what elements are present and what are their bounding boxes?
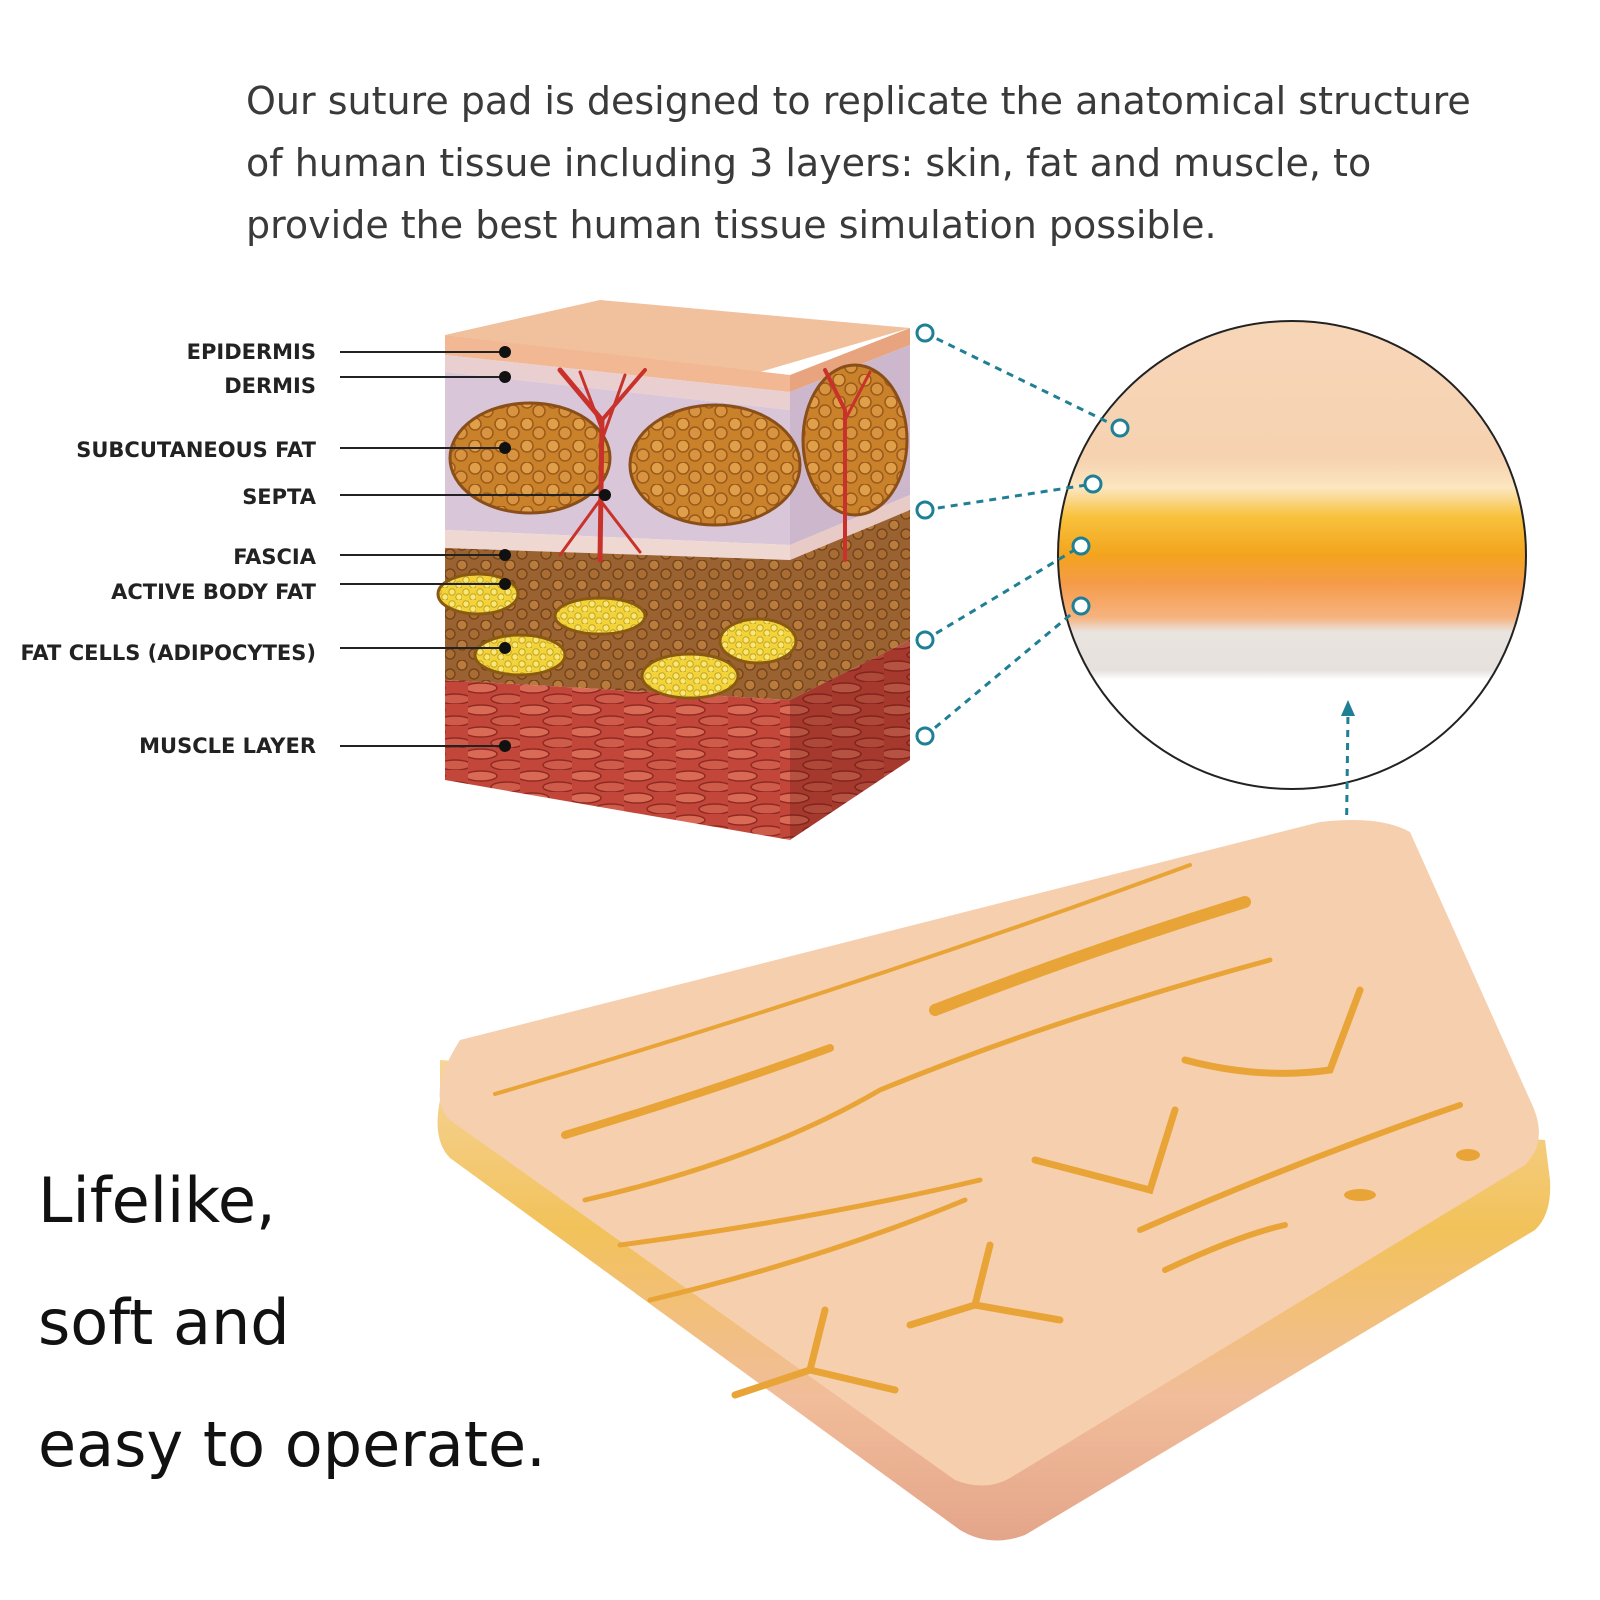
label-leaders	[340, 351, 605, 747]
label-subcutaneous-fat: SUBCUTANEOUS FAT	[76, 438, 316, 462]
pad-incisions	[493, 863, 1463, 1399]
pad-puncture	[1344, 1189, 1376, 1201]
arrow-head-icon	[1341, 700, 1355, 716]
label-septa: SEPTA	[242, 485, 316, 509]
label-fascia: FASCIA	[233, 545, 316, 569]
fat-cell	[473, 633, 567, 677]
intro-text: Our suture pad is designed to replicate …	[246, 70, 1586, 256]
label-muscle-layer: MUSCLE LAYER	[139, 734, 316, 758]
suture-pad	[437, 819, 1551, 1541]
connector-nodes	[915, 323, 1130, 746]
front-epidermis	[445, 335, 790, 392]
fat-cell	[640, 652, 740, 700]
tissue-cube	[436, 300, 910, 840]
tagline-line-2: soft and	[38, 1286, 290, 1359]
tagline-line-1: Lifelike,	[38, 1164, 276, 1237]
label-epidermis: EPIDERMIS	[186, 340, 316, 364]
side-muscle	[790, 640, 910, 840]
tagline-line-3: easy to operate.	[38, 1408, 546, 1481]
cube-top-face	[445, 300, 910, 372]
intro-line-3: provide the best human tissue simulation…	[246, 203, 1217, 247]
fat-lobule	[628, 403, 802, 527]
tagline: Lifelike, soft and easy to operate.	[38, 1140, 546, 1506]
connector-lines	[924, 331, 1350, 946]
fat-lobule	[448, 401, 612, 515]
fat-lobule	[801, 363, 909, 517]
front-dermis	[445, 355, 790, 410]
side-epidermis	[790, 328, 910, 392]
label-active-body-fat: ACTIVE BODY FAT	[111, 580, 316, 604]
pad-puncture	[1456, 1149, 1480, 1161]
side-active-fat	[790, 510, 910, 700]
fat-cell	[553, 596, 647, 636]
septa-vessels	[557, 367, 872, 563]
adipocytes	[436, 572, 798, 700]
label-dots	[499, 346, 611, 752]
front-muscle	[445, 680, 790, 840]
fat-cell	[718, 617, 798, 665]
intro-line-2: of human tissue including 3 layers: skin…	[246, 141, 1372, 185]
pad-top	[439, 819, 1539, 1486]
label-dermis: DERMIS	[224, 374, 316, 398]
front-fascia	[445, 530, 790, 560]
side-fascia	[790, 495, 910, 560]
zoom-circle	[1057, 320, 1527, 790]
intro-line-1: Our suture pad is designed to replicate …	[246, 79, 1471, 123]
label-fat-cells: FAT CELLS (ADIPOCYTES)	[20, 641, 317, 665]
